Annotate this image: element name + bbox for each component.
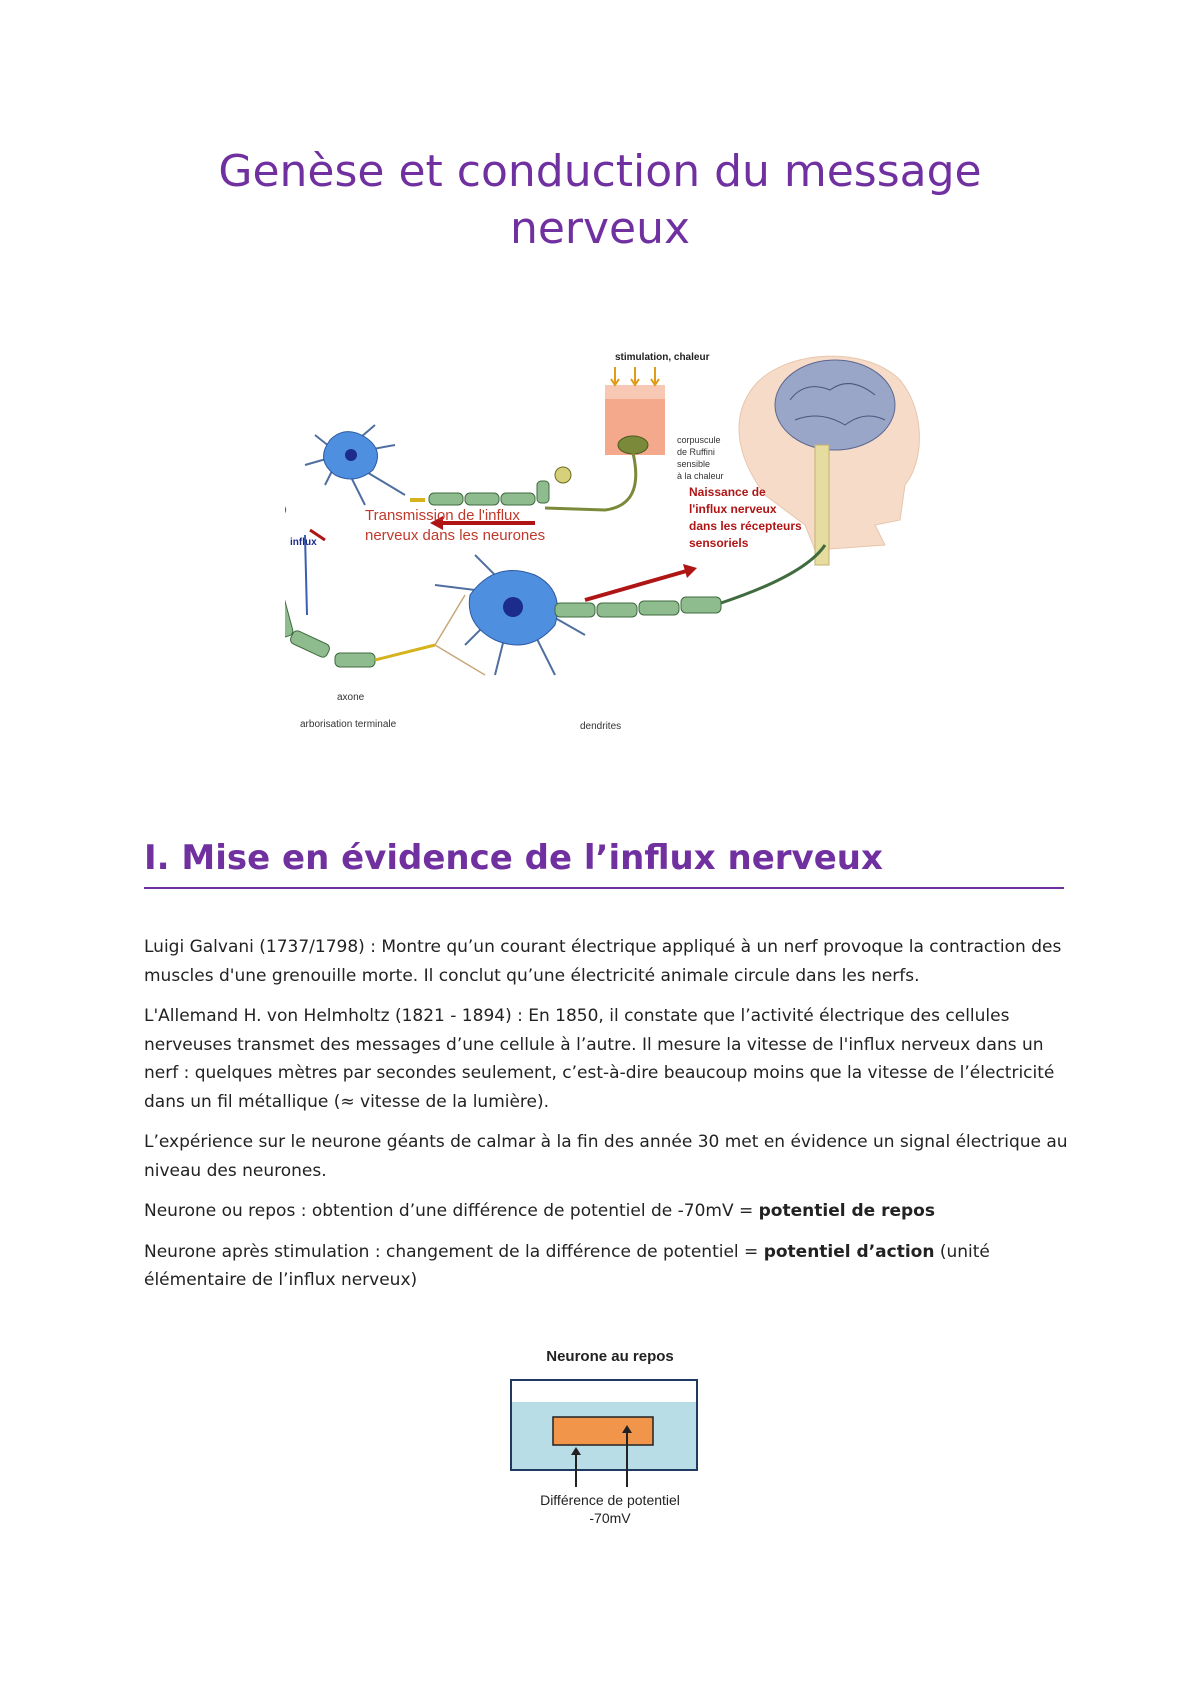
upper-neuron: [304, 424, 406, 506]
corpuscle-label-4: à la chaleur: [677, 471, 724, 481]
title-line-1: Genèse et conduction du message: [218, 146, 982, 197]
figure2-title: Neurone au repos: [546, 1348, 674, 1365]
potential-value: -70mV: [589, 1510, 631, 1525]
paragraph-galvani: Luigi Galvani (1737/1798) : Montre qu’un…: [144, 937, 1062, 986]
heading-rule: [144, 887, 1064, 889]
resting-neuron-figure: Neurone au repos Différence de potentiel…: [510, 1348, 698, 1525]
corpuscle-label-1: corpuscule: [677, 435, 721, 445]
title-line-2: nerveux: [509, 203, 691, 254]
paragraph-helmholtz: L'Allemand H. von Helmholtz (1821 - 1894…: [144, 1006, 1055, 1112]
terminal-label: arborisation terminale: [300, 719, 397, 730]
paragraph-action: Neurone après stimulation : changement d…: [144, 1241, 990, 1291]
spinal-cord: [814, 444, 830, 566]
genesis-label-3: dans les récepteurs: [689, 519, 802, 533]
neuron-transmission-figure: stimulation, chaleur corpuscule de Ruffi…: [285, 352, 920, 732]
transmission-label-2: nerveux dans les neurones: [365, 527, 545, 544]
document-title: Genèse et conduction du message nerveux: [0, 143, 1200, 257]
sensory-axon: [428, 480, 550, 506]
resting-potential-term: potentiel de repos: [758, 1201, 935, 1221]
transmission-label-1: Transmission de l'influx: [365, 507, 520, 524]
ascending-axon: [554, 596, 722, 618]
brain: [774, 359, 896, 451]
neuron-rect: [552, 1416, 654, 1446]
lower-neuron: [434, 554, 586, 676]
influx-label: influx: [290, 537, 317, 548]
dendrites-label: dendrites: [580, 721, 621, 732]
action-potential-term: potentiel d’action: [763, 1241, 935, 1262]
axon-label: axone: [337, 692, 365, 703]
genesis-label-2: l'influx nerveux: [689, 502, 777, 516]
stimulus-label: stimulation, chaleur: [615, 352, 710, 363]
transmission-arrow-bottom: [584, 568, 691, 602]
section-heading: I. Mise en évidence de l’influx nerveux: [144, 838, 883, 878]
paragraph-squid: L’expérience sur le neurone géants de ca…: [144, 1132, 1068, 1181]
genesis-label-4: sensoriels: [689, 536, 749, 550]
ruffini-corpuscle: [617, 435, 649, 455]
descending-axon: [285, 502, 376, 668]
potential-label: Différence de potentiel: [540, 1492, 680, 1508]
corpuscle-label-3: sensible: [677, 459, 710, 469]
section-body: Luigi Galvani (1737/1798) : Montre qu’un…: [144, 933, 1069, 1307]
paragraph-resting: Neurone ou repos : obtention d’une diffé…: [144, 1201, 935, 1221]
corpuscle-label-2: de Ruffini: [677, 447, 715, 457]
genesis-label-1: Naissance de: [689, 485, 766, 499]
